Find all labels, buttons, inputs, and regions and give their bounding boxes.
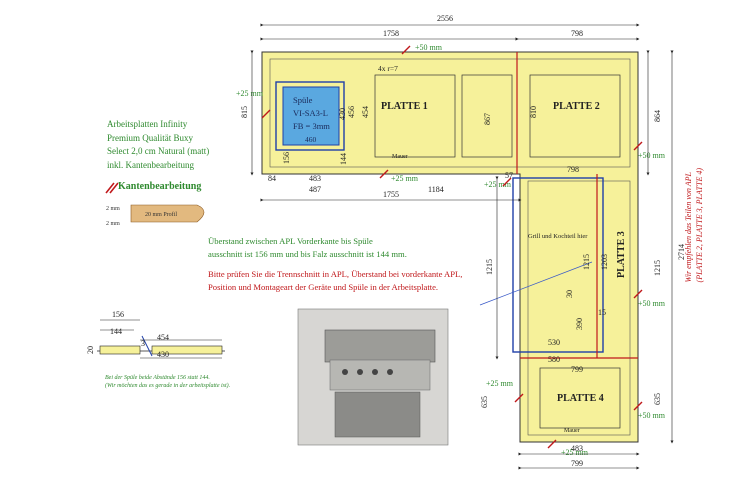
note-line-4: Position und Montageart der Geräte und S… [208,282,439,292]
plate3-label: PLATTE 3 [616,231,627,278]
spec-line-2: Premium Qualität Buxy [107,132,193,143]
dim-15: 15 [598,308,606,317]
dim-635l: 635 [480,396,489,408]
profile-label: 20 mm Profil [145,211,177,218]
dim-top-right: 798 [571,29,583,38]
dim-1184: 1184 [428,185,444,194]
dim-1755: 1755 [383,190,399,199]
detail-454: 454 [157,333,169,342]
inner-offset-leg [527,180,631,436]
dim-left-h: 815 [240,106,249,118]
countertop-outline [261,51,639,443]
footnote-line-2: (Wir möchten das es gerade in der arbeit… [105,383,231,389]
dim-635r: 635 [653,393,662,405]
plate4-label: PLATTE 4 [557,393,604,404]
profile-dim-2: 2 mm [106,221,120,227]
grill-label: Grill und Kochteil hier [528,233,588,240]
detail-156: 156 [112,310,124,319]
dim-483b: 483 [571,444,583,453]
split-recommendation: Wir empfehlen das Teilen von APL (PLATTE… [683,168,705,282]
overhang-right-1: +50 mm [638,151,666,160]
inner-offset-top [269,58,631,168]
overhang-top: +50 mm [415,43,443,52]
dim-798b: 798 [567,165,579,174]
spec-line-4: inkl. Kantenbearbeitung [107,159,194,170]
sink-label-1: Spüle [293,95,313,105]
dim-156v: 156 [282,152,291,164]
wall-label-1: Mauer [392,154,408,160]
side-note-line-2: (PLATTE 2, PLATTE 3, PLATTE 4) [695,168,704,283]
sink-footnote: Bei der Spüle beide Abstände 156 statt 1… [105,374,230,390]
footnote-line-1: Bei der Spüle beide Abstände 156 statt 1… [105,375,210,381]
dim-580: 580 [548,355,560,364]
grill-callout-line [479,261,593,306]
plate1-inner-box [461,74,513,158]
dim-1203: 1203 [600,254,609,270]
dim-1215l: 1215 [485,259,494,275]
profile-dim-1: 2 mm [106,206,120,212]
spec-line-3: Select 2,0 cm Natural (matt) [107,146,210,156]
dim-483: 483 [309,174,321,183]
overhang-right-2: +50 mm [638,299,666,308]
dim-top-left: 1758 [383,29,399,38]
side-note-line-1: Wir empfehlen das Teilen von APL [684,172,693,283]
note-line-2: ausschnitt ist 156 mm und bis Falz aussc… [208,249,407,259]
sink-width-label: 460 [305,135,317,144]
plate2-box [529,74,621,158]
note-line-1: Überstand zwischen APL Vorderkante bis S… [208,236,373,246]
plate1-label: PLATTE 1 [381,101,428,112]
detail-20: 20 [86,346,95,354]
edge-profile-icon [130,204,205,223]
grill-cutout [512,177,604,353]
edge-processing-label: Kantenbearbeitung [118,181,202,192]
sink-corner-label: 4x r=7 [378,64,398,73]
dim-530: 530 [548,338,560,347]
sink-cutout [282,86,340,146]
dim-430: 430 [338,108,347,120]
plate4-box [539,367,621,429]
dim-right-h: 864 [653,110,662,122]
dim-84: 84 [268,174,276,183]
notes-block: Überstand zwischen APL Vorderkante bis S… [208,235,462,294]
dim-144v: 144 [339,153,348,165]
overhang-right-3: +50 mm [638,411,666,420]
overhang-left: +25 mm [236,89,264,98]
sink-label-2: VI-SA3-L [293,108,328,118]
spec-line-1: Arbeitsplatten Infinity [107,119,188,129]
edge-marks [261,45,643,449]
dim-2714: 2714 [677,244,686,260]
dim-30: 30 [565,290,574,298]
sink-detail-drawing [97,319,225,359]
note-line-3: Bitte prüfen Sie die Trennschnitt in APL… [208,269,463,279]
plate1-box [374,74,456,158]
dim-1215r: 1215 [653,260,662,276]
dim-456: 456 [347,106,356,118]
dim-57: 57 [505,171,513,180]
dim-487: 487 [309,185,321,194]
edge-symbol-icon [105,182,119,194]
dim-p1-inner: 867 [483,113,492,125]
detail-144: 144 [110,327,122,336]
overhang-p4-left: +25 mm [486,379,514,388]
dim-1215i: 1215 [582,254,591,270]
dim-total-top: 2556 [437,14,453,23]
detail-430: 430 [157,350,169,359]
dim-454: 454 [361,106,370,118]
plate2-label: PLATTE 2 [553,101,600,112]
dim-799b: 799 [571,459,583,468]
dim-799t: 799 [571,365,583,374]
sink-label-3: FB = 3mm [293,121,330,131]
dim-390: 390 [575,318,584,330]
detail-3: 3 [141,339,145,348]
overhang-bottom: +25 mm [391,174,419,183]
grill-photo [297,308,449,446]
wall-label-2: Mauer [564,428,580,434]
sink-cutout-outer [275,81,345,151]
material-spec: Arbeitsplatten Infinity Premium Qualität… [107,118,209,172]
dim-p2-inner: 810 [529,106,538,118]
